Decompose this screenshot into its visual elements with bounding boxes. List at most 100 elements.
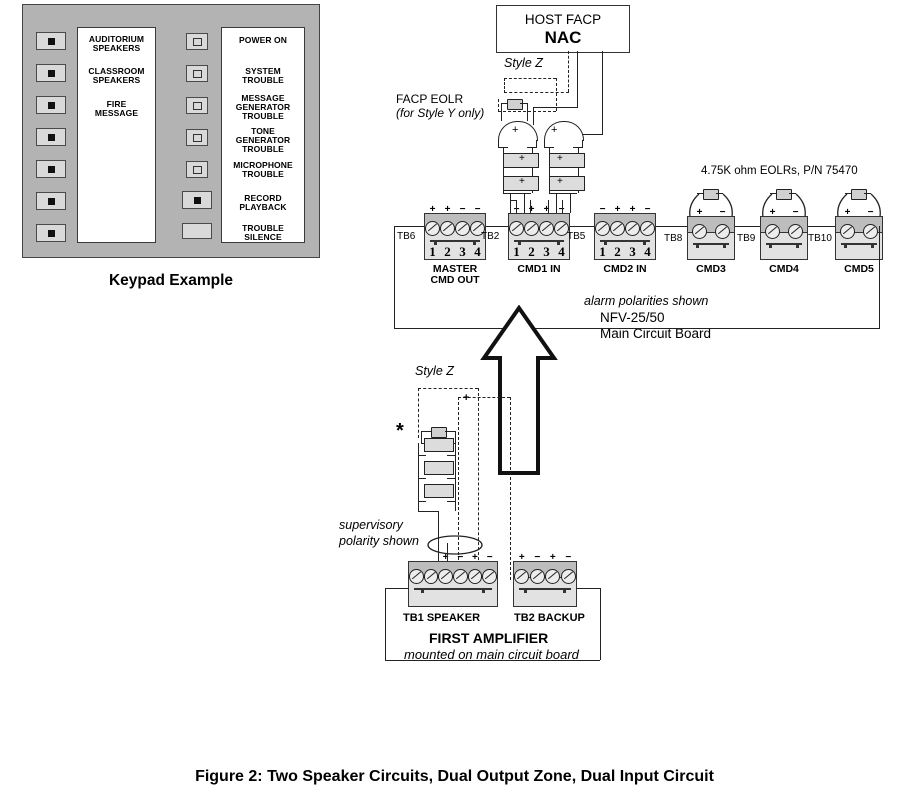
- nac-wire-left-vert: [577, 51, 578, 107]
- screw-terminal[interactable]: [560, 569, 576, 584]
- tb2cmd1-pol-3: +: [543, 204, 550, 215]
- resistor-lead-left: [501, 102, 508, 104]
- eolr-resistor-tb9-icon: [770, 189, 796, 200]
- button-indicator-icon: [47, 165, 55, 173]
- spk-left-bottom-bus: [503, 193, 531, 194]
- eolr-tb8-leads: [689, 193, 733, 218]
- keypad-left-label-2-line2: SPEAKERS: [92, 75, 141, 85]
- screw-terminal[interactable]: [514, 569, 530, 584]
- tb9-screws[interactable]: [761, 224, 807, 239]
- terminal-block-tb6[interactable]: + + − − 1 2 3 4: [424, 205, 486, 260]
- eolr-tb9-leads: [762, 193, 806, 218]
- terminal-block-tb5[interactable]: − + + − 1 2 3 4: [594, 205, 656, 260]
- screw-terminal[interactable]: [692, 224, 707, 239]
- screw-terminal[interactable]: [453, 569, 468, 584]
- spk-right-rail-l: [549, 147, 550, 193]
- keypad-button-record-playback[interactable]: [182, 191, 212, 209]
- screw-terminal[interactable]: [509, 221, 524, 236]
- lower-link-3: [418, 501, 426, 502]
- style-z-top-dashed-h1: [504, 92, 569, 93]
- amp-tb1-screws[interactable]: [409, 569, 498, 584]
- screw-terminal[interactable]: [425, 221, 440, 236]
- keypad-button-2[interactable]: [36, 64, 66, 82]
- terminal-block-tb2-cmd1in[interactable]: − + + − 1 2 3 4: [508, 205, 570, 260]
- eolr-lead-down-right: [527, 103, 528, 121]
- resistor-lead-right: [716, 192, 723, 194]
- amp-tb1-polarities: + − + −: [409, 553, 497, 563]
- screw-terminal[interactable]: [625, 221, 640, 236]
- screw-terminal[interactable]: [440, 221, 455, 236]
- amp-bottom-bus: [385, 660, 600, 661]
- screw-terminal[interactable]: [529, 569, 545, 584]
- keypad-led-tone-generator-trouble: [186, 129, 208, 146]
- screw-terminal[interactable]: [539, 221, 554, 236]
- screw-terminal[interactable]: [455, 221, 470, 236]
- spk-right-out-a: [556, 193, 557, 213]
- led-icon: [192, 37, 202, 46]
- screw-terminal[interactable]: [610, 221, 625, 236]
- tb10-pin-right: [871, 243, 874, 248]
- tb8-screws[interactable]: [688, 224, 734, 239]
- keypad-left-label-card: AUDITORIUM SPEAKERS CLASSROOM SPEAKERS F…: [77, 27, 156, 243]
- tb5-pol-2: +: [614, 204, 621, 215]
- screw-terminal[interactable]: [595, 221, 610, 236]
- diode-module-left-1: [503, 153, 539, 168]
- nac-wire-left-horiz: [533, 107, 578, 108]
- resistor-body: [851, 189, 867, 200]
- terminal-block-tb8[interactable]: + −: [687, 208, 735, 260]
- screw-terminal[interactable]: [715, 224, 730, 239]
- screw-terminal[interactable]: [438, 569, 454, 584]
- screw-terminal[interactable]: [640, 221, 655, 236]
- screw-terminal[interactable]: [554, 221, 569, 236]
- screw-terminal[interactable]: [545, 569, 561, 584]
- terminal-block-tb10[interactable]: + −: [835, 208, 883, 260]
- screw-terminal[interactable]: [482, 569, 498, 584]
- tb5-screws[interactable]: [595, 221, 655, 236]
- terminal-block-amp-tb1[interactable]: + − + −: [408, 553, 498, 607]
- keypad-right-label-4-line1: TONE: [251, 126, 275, 136]
- terminal-block-tb9[interactable]: + −: [760, 208, 808, 260]
- screw-terminal[interactable]: [409, 569, 424, 584]
- tb8-polarities: + −: [688, 208, 734, 218]
- board-outline-right: [879, 226, 880, 328]
- tb5-numbers: 1 2 3 4: [595, 244, 655, 260]
- resistor-body: [431, 427, 447, 438]
- screw-terminal[interactable]: [467, 569, 483, 584]
- tb2cmd1-screws[interactable]: [509, 221, 569, 236]
- screw-terminal[interactable]: [524, 221, 539, 236]
- style-z-bot-dash-top: [418, 388, 478, 389]
- keypad-button-7[interactable]: [36, 224, 66, 242]
- keypad-button-4[interactable]: [36, 128, 66, 146]
- screw-terminal[interactable]: [470, 221, 485, 236]
- amp-tb2-pol-1: +: [518, 552, 525, 563]
- keypad-button-5[interactable]: [36, 160, 66, 178]
- keypad-button-6[interactable]: [36, 192, 66, 210]
- resistor-lead-left: [770, 192, 777, 194]
- tb6-pin-right: [473, 240, 476, 245]
- keypad-button-1[interactable]: [36, 32, 66, 50]
- tb2cmd1-name: TB2: [481, 231, 500, 242]
- tb10-screws[interactable]: [836, 224, 882, 239]
- lower-eolr-resistor-icon: [421, 427, 455, 438]
- screw-terminal[interactable]: [765, 224, 780, 239]
- screw-terminal[interactable]: [840, 224, 855, 239]
- spk-right-out-b: [570, 193, 571, 213]
- terminal-block-amp-tb2[interactable]: + − + −: [513, 553, 577, 607]
- screw-terminal[interactable]: [423, 569, 439, 584]
- amp-right-feed-v: [600, 588, 601, 660]
- eolr-resistor-tb8-icon: [697, 189, 723, 200]
- keypad-led-system-trouble: [186, 65, 208, 82]
- keypad-led-message-generator-trouble: [186, 97, 208, 114]
- tb5-name: TB5: [567, 231, 586, 242]
- amp-tb2-screws[interactable]: [514, 569, 576, 584]
- amp-tb1-pin-right: [482, 588, 485, 593]
- keypad-button-trouble-silence[interactable]: [182, 223, 212, 239]
- tb2cmd1-num-2: 2: [528, 244, 535, 259]
- tb6-screws[interactable]: [425, 221, 485, 236]
- keypad-button-3[interactable]: [36, 96, 66, 114]
- screw-terminal[interactable]: [788, 224, 803, 239]
- screw-terminal[interactable]: [863, 224, 878, 239]
- keypad-right-label-6-line2: PLAYBACK: [239, 202, 287, 212]
- spk-r1-lead-a: [544, 140, 545, 147]
- tb5-caption: CMD2 IN: [603, 263, 647, 275]
